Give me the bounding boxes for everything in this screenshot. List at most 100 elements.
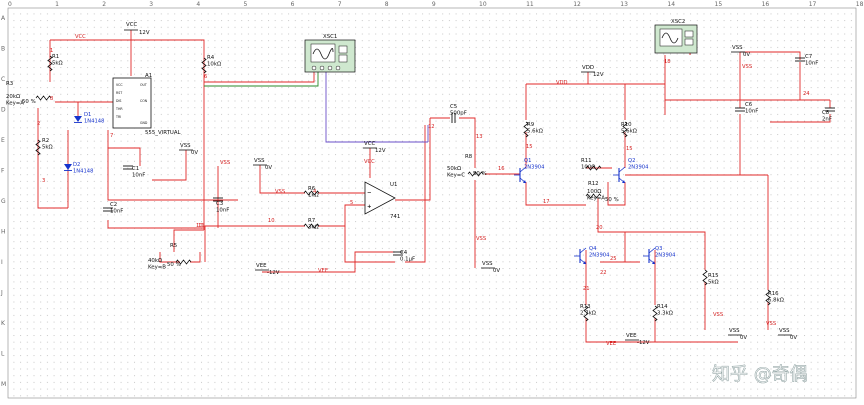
r13-label-1: 2.7kΩ	[580, 311, 596, 317]
r14-label-1: 3.3kΩ	[657, 311, 673, 317]
resistor-r6[interactable]	[303, 190, 320, 196]
potentiometer-r3[interactable]	[35, 95, 52, 101]
wire-r7-c4	[344, 226, 395, 263]
oscilloscope-xsc1[interactable]: XSC1	[304, 34, 356, 73]
ic-pin-label: TRI	[115, 115, 121, 119]
resistor-r11[interactable]	[585, 165, 602, 171]
resistor-r14[interactable]	[652, 305, 658, 322]
net-label: 3	[42, 178, 45, 184]
resistor-r2[interactable]	[35, 139, 41, 156]
transistor-q1[interactable]	[514, 166, 527, 184]
transistor-q3[interactable]	[643, 247, 656, 265]
capacitor-c5[interactable]	[451, 113, 456, 123]
capacitor-c8[interactable]	[825, 107, 835, 112]
capacitor-c4[interactable]	[393, 251, 403, 256]
resistor-symbol	[47, 55, 53, 72]
capacitor-c2[interactable]	[103, 207, 113, 212]
r9-label-0: R9	[527, 122, 535, 128]
wire-vss-a	[152, 150, 187, 181]
transistor-arrow-icon	[622, 180, 625, 183]
diode-d1[interactable]	[74, 116, 82, 123]
q2-label-1: 2N3904	[628, 165, 649, 171]
wire-net-3	[37, 150, 68, 209]
timer-555-block[interactable]: A1 555_VIRTUAL	[112, 73, 181, 136]
net-label: 2	[37, 121, 40, 127]
capacitor-c7[interactable]	[795, 57, 805, 62]
ruler-tick-label: 2	[102, 1, 106, 8]
resistor-r16[interactable]	[765, 289, 771, 306]
c5-label-0: C5	[450, 104, 457, 110]
sine-wave-icon	[312, 48, 334, 60]
resistor-symbol	[201, 57, 207, 74]
vss-rail-3-value: 0V	[493, 268, 500, 274]
transistor-q2[interactable]	[613, 166, 626, 184]
q1-label-0: Q1	[524, 158, 531, 164]
a1-ref: A1	[145, 73, 152, 79]
resistor-r15[interactable]	[702, 269, 708, 286]
net-label: 18	[664, 59, 671, 65]
vss-rail-5-value: 0V	[740, 335, 747, 341]
scope-terminal[interactable]	[311, 65, 317, 71]
r12-wiper: 50 %	[605, 197, 619, 203]
transistor-arrow-icon	[583, 261, 586, 264]
net-label: 25	[610, 256, 617, 262]
wire-q2-e	[607, 182, 626, 206]
r5-val-label-1: Key=B	[148, 265, 166, 271]
resistor-r7[interactable]	[303, 223, 320, 229]
wire-xsc1-c	[300, 72, 315, 83]
ruler-tick-label: 5	[244, 1, 248, 8]
opamp-plus: +	[367, 204, 372, 210]
wires	[37, 29, 831, 343]
c1-label-1: 10nF	[132, 173, 145, 179]
vdd-rail-name: VDD	[582, 65, 594, 71]
r16-label-1: 6.8kΩ	[768, 298, 784, 304]
diode-d2[interactable]	[64, 164, 72, 171]
scope-terminal[interactable]	[327, 65, 333, 71]
resistor-r9[interactable]	[523, 121, 529, 138]
wire-xsc1-a	[204, 72, 319, 87]
scope-terminal[interactable]	[319, 65, 325, 71]
capacitor-c3[interactable]	[213, 197, 223, 202]
capacitor-c6[interactable]	[735, 107, 745, 112]
ruler-tick-label: 13	[620, 1, 628, 8]
rail-net-label: VSS	[220, 160, 230, 166]
ruler-tick-label: F	[1, 168, 5, 175]
potentiometer-r12[interactable]	[585, 193, 602, 199]
ruler-tick-label: J	[0, 290, 3, 297]
oscilloscope-xsc2[interactable]: XSC2	[654, 19, 698, 54]
vcc-voltage: 12V	[139, 30, 150, 36]
resistor-symbol	[175, 259, 192, 265]
resistor-r4[interactable]	[201, 57, 207, 74]
transistor-q4[interactable]	[574, 247, 587, 265]
resistor-r10[interactable]	[622, 121, 628, 138]
net-label: 8	[50, 96, 53, 102]
sine-wave-icon	[661, 32, 679, 44]
r12-ref: R12	[588, 181, 599, 187]
r3-val-label-1: Key=A	[6, 101, 24, 107]
capacitor-c1[interactable]	[123, 165, 133, 170]
net-label: 20	[596, 225, 603, 231]
potentiometer-r8[interactable]	[467, 171, 484, 177]
c7-label-1: 10nF	[805, 61, 818, 67]
vcc-555: VCC 12V VCC	[75, 22, 150, 40]
potentiometer-r5[interactable]	[175, 259, 192, 265]
ruler-tick-label: 0	[8, 1, 12, 8]
resistor-r13[interactable]	[583, 305, 589, 322]
ruler-tick-label: 12	[573, 1, 581, 8]
r12-val-label-0: 100Ω	[587, 189, 601, 195]
resistor-r1[interactable]	[47, 55, 53, 72]
r3-ref-label-0: R3	[6, 81, 13, 87]
scope-term-g	[338, 45, 348, 54]
opamp-u1[interactable]: − + U1 741	[364, 181, 400, 220]
scope-terminal[interactable]	[335, 65, 341, 71]
net-label: 22	[600, 270, 607, 276]
rail-net-label: VEE	[318, 268, 328, 274]
ruler-tick-label: 16	[762, 1, 770, 8]
net-label: 4	[313, 189, 317, 195]
